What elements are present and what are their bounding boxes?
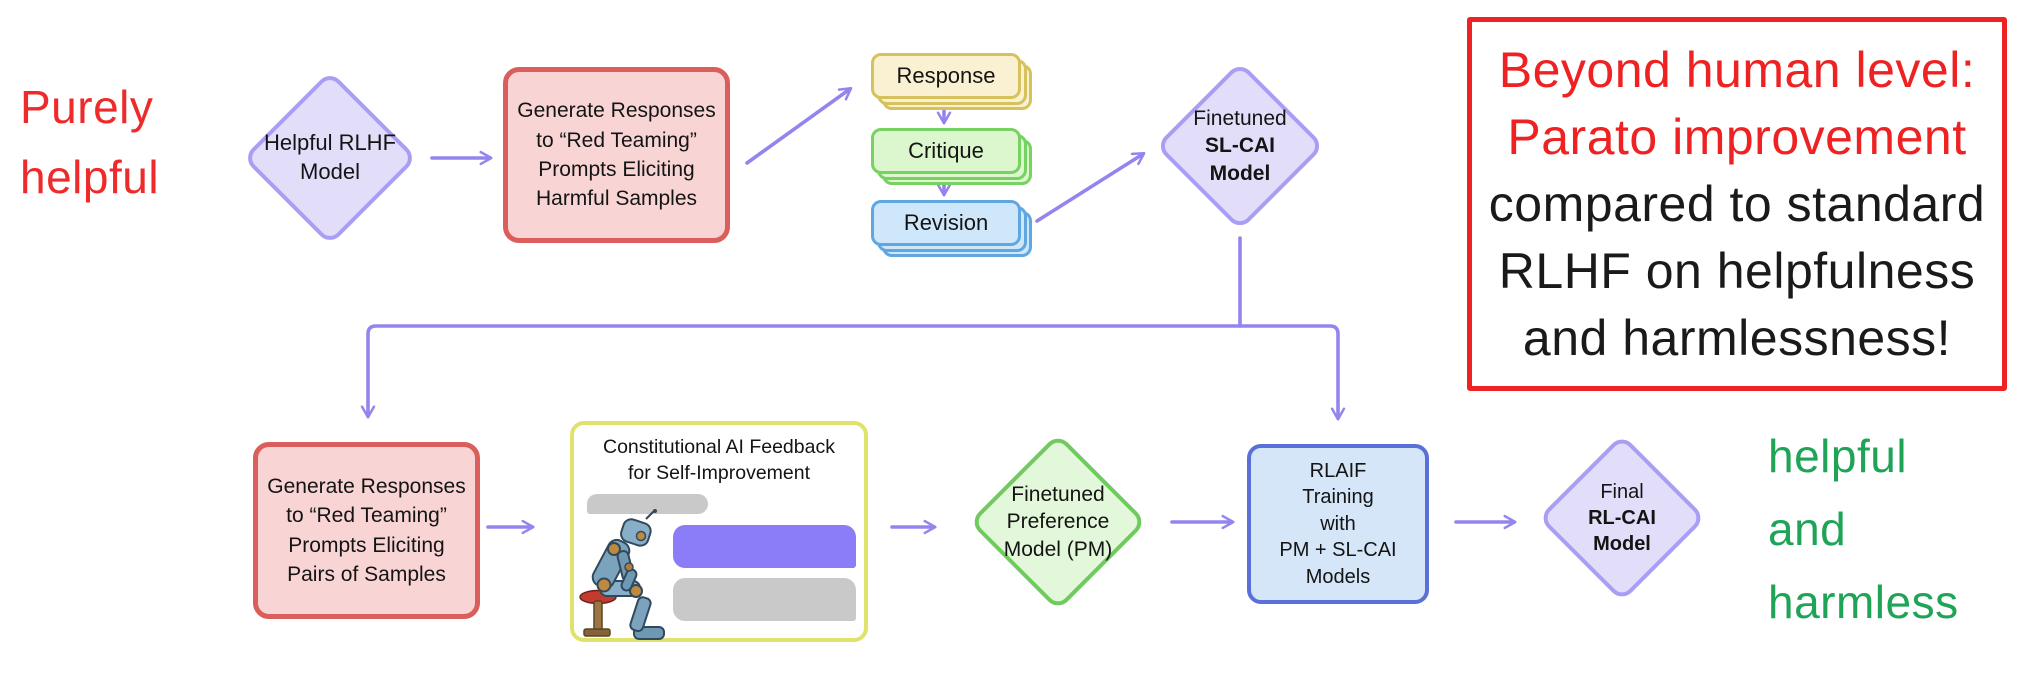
card-front: Response	[871, 53, 1021, 99]
card-label: Critique	[908, 138, 984, 163]
node-label-line: Prompts Eliciting	[288, 533, 445, 557]
annotation-helpful-and-harmless: helpful and harmless	[1768, 420, 1959, 639]
arrow-revision-to-slcai	[1035, 152, 1146, 223]
card-label: Response	[896, 63, 996, 88]
panel-title: Constitutional AI Feedback for Self-Impr…	[574, 434, 864, 487]
panel-constitutional-ai-feedback: Constitutional AI Feedback for Self-Impr…	[570, 421, 868, 642]
chat-bubble-gray-bottom	[673, 578, 856, 621]
callout-line: compared to standard	[1488, 175, 1986, 232]
thinker-robot-illustration	[579, 509, 665, 640]
node-generate-harmful-samples: Generate Responses to “Red Teaming” Prom…	[503, 67, 730, 243]
node-label-line: RL-CAI	[1588, 507, 1656, 529]
node-label-line: with	[1320, 512, 1356, 535]
node-label-line: Model	[1593, 533, 1651, 555]
annotation-line: helpful	[20, 151, 160, 203]
node-rlaif-training: RLAIF Training with PM + SL-CAI Models	[1247, 444, 1429, 604]
chat-bubble-purple	[673, 525, 856, 568]
node-label-line: Prompts Eliciting	[538, 158, 695, 181]
node-label-line: Pairs of Samples	[287, 562, 446, 586]
node-label-line: Training	[1302, 486, 1374, 509]
node-label-line: Model	[1209, 161, 1271, 185]
callout-beyond-human-level: Beyond human level: Parato improvement c…	[1467, 17, 2007, 391]
callout-line: Beyond human level:	[1498, 41, 1976, 98]
node-label-line: Models	[1305, 565, 1371, 588]
node-final-rl-cai-model: Final RL-CAI Model	[1537, 433, 1707, 603]
node-label-line: Finetuned	[1011, 483, 1105, 507]
card-front: Revision	[871, 200, 1021, 246]
node-label-line: Finetuned	[1193, 107, 1287, 131]
node-label-line: RLAIF	[1309, 460, 1367, 483]
node-label-line: Model (PM)	[1003, 537, 1113, 561]
node-finetuned-preference-model: Finetuned Preference Model (PM)	[968, 432, 1148, 612]
node-label-line: Harmful Samples	[535, 187, 698, 211]
card-front: Critique	[871, 128, 1021, 174]
annotation-line: harmless	[1768, 576, 1959, 628]
node-finetuned-sl-cai-model: Finetuned SL-CAI Model	[1155, 61, 1325, 231]
node-label-line: Preference	[1006, 510, 1110, 534]
node-generate-pairs-of-samples: Generate Responses to “Red Teaming” Prom…	[253, 442, 480, 619]
callout-line: RLHF on helpfulness	[1498, 242, 1976, 299]
node-label-line: PM + SL-CAI	[1279, 539, 1397, 562]
node-helpful-rlhf-model: Helpful RLHF Model	[242, 70, 418, 246]
node-response-cards: Response	[871, 53, 1033, 111]
node-label-line: Helpful RLHF	[263, 130, 397, 156]
panel-title-line: Constitutional AI Feedback	[603, 436, 835, 458]
node-revision-cards: Revision	[871, 200, 1033, 258]
node-label-line: to “Red Teaming”	[536, 128, 697, 152]
panel-title-line: for Self-Improvement	[627, 462, 811, 485]
chat-bubble-gray-top	[587, 494, 708, 514]
card-label: Revision	[903, 210, 989, 235]
node-label-line: SL-CAI	[1205, 134, 1275, 158]
node-label-line: to “Red Teaming”	[286, 504, 447, 528]
node-label-line: Generate Responses	[517, 99, 716, 123]
callout-line: Parato improvement	[1507, 108, 1967, 165]
annotation-purely-helpful: Purely helpful	[20, 72, 159, 212]
arrow-genharmful-to-response	[745, 86, 853, 165]
node-label-line: Final	[1600, 481, 1644, 503]
node-critique-cards: Critique	[871, 128, 1033, 186]
callout-line: and harmlessness!	[1522, 309, 1952, 366]
node-label-line: Generate Responses	[267, 474, 466, 498]
annotation-line: Purely	[20, 81, 154, 133]
connector-elbow-split	[360, 324, 1346, 421]
annotation-line: and	[1768, 503, 1847, 555]
annotation-line: helpful	[1768, 430, 1908, 482]
node-label-line: Model	[300, 159, 360, 184]
